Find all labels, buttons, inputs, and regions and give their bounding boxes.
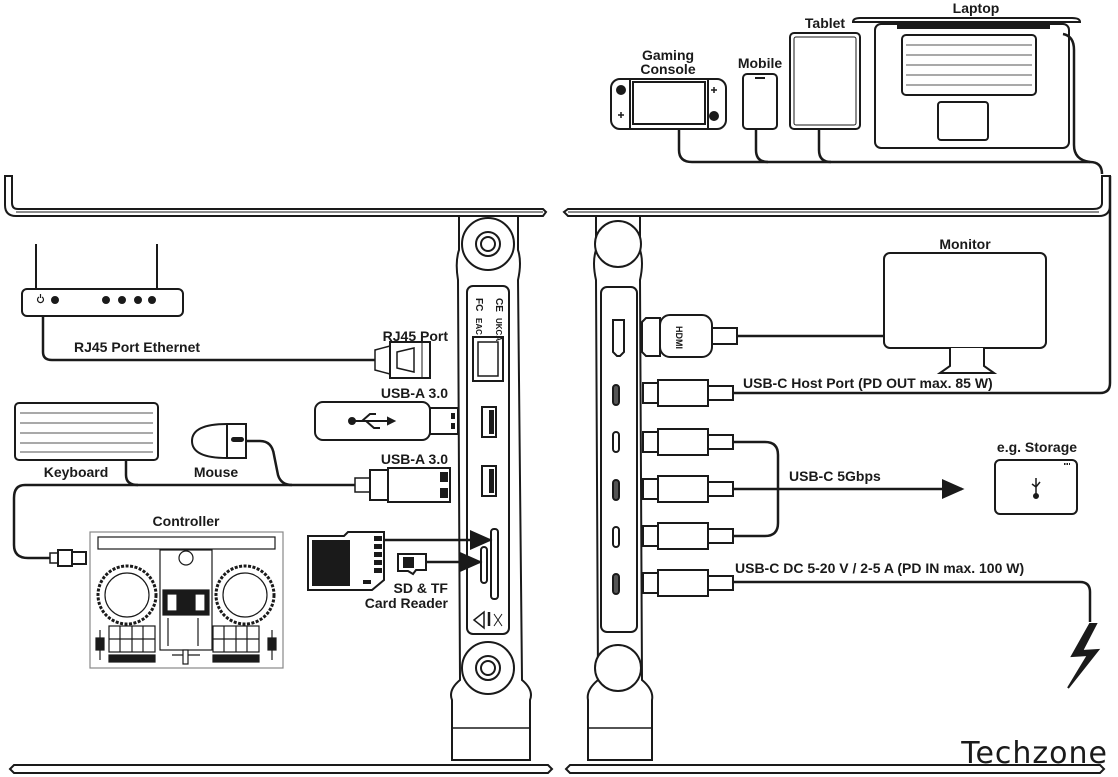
usb-flash-drive-icon bbox=[314, 401, 459, 441]
tf-card-icon bbox=[397, 553, 427, 576]
sd-card-icon bbox=[307, 531, 385, 591]
top-device-cables bbox=[677, 32, 1104, 175]
label-gaming-console-1: Gaming bbox=[642, 47, 694, 63]
peripheral-cables bbox=[12, 439, 355, 560]
label-laptop: Laptop bbox=[953, 0, 1000, 16]
usb-b-plug-icon bbox=[49, 549, 87, 567]
label-usb-c-host: USB-C Host Port (PD OUT max. 85 W) bbox=[743, 375, 993, 391]
rj45-plug-icon bbox=[374, 341, 431, 379]
cert-ukca: UKCA bbox=[494, 318, 503, 341]
power-icon bbox=[36, 294, 45, 304]
label-usb-c-power-in: USB-C DC 5-20 V / 2-5 A (PD IN max. 100 … bbox=[735, 560, 1024, 576]
label-card-reader-2: Card Reader bbox=[365, 595, 449, 611]
usb-c-host-port bbox=[612, 384, 620, 406]
usb-c-data-port-1 bbox=[612, 431, 620, 453]
usb-c-plug-power bbox=[642, 569, 734, 597]
hub-left-leg bbox=[450, 215, 532, 761]
label-controller: Controller bbox=[153, 513, 220, 529]
label-mouse: Mouse bbox=[194, 464, 239, 480]
power-bolt-icon bbox=[1067, 623, 1101, 689]
mouse-icon bbox=[190, 423, 247, 459]
label-usb-a-1: USB-A 3.0 bbox=[381, 385, 448, 401]
usb-c-data-port-3 bbox=[612, 526, 620, 548]
hub-right-leg bbox=[586, 215, 654, 761]
label-usb-a-2: USB-A 3.0 bbox=[381, 451, 448, 467]
gaming-console-icon bbox=[610, 78, 727, 130]
hdmi-plug-icon bbox=[641, 314, 738, 358]
pad-grid-right bbox=[212, 625, 260, 653]
stand-right-top-plate bbox=[562, 175, 1111, 217]
mobile-icon bbox=[742, 73, 778, 130]
stand-base bbox=[8, 764, 1106, 774]
ethernet-cable bbox=[41, 316, 375, 362]
keyboard-icon bbox=[14, 402, 159, 461]
label-tablet: Tablet bbox=[805, 15, 846, 31]
usb-symbol-icon bbox=[348, 413, 397, 429]
usb-c-data-port-2 bbox=[612, 479, 620, 501]
dj-controller-icon bbox=[89, 531, 284, 669]
usb-c-plug-data-3 bbox=[642, 522, 734, 550]
cert-eac: EAC bbox=[474, 318, 483, 335]
cert-ce: CE bbox=[493, 298, 504, 312]
label-usb-c-data: USB-C 5Gbps bbox=[789, 468, 881, 484]
monitor-icon bbox=[883, 252, 1047, 374]
usb-c-plug-data-2 bbox=[642, 475, 734, 503]
host-cable bbox=[733, 176, 1112, 395]
label-rj45-port: RJ45 Port bbox=[383, 328, 449, 344]
sd-card-slot bbox=[490, 528, 499, 600]
label-keyboard: Keyboard bbox=[44, 464, 109, 480]
hdmi-port bbox=[612, 319, 625, 357]
label-mobile: Mobile bbox=[738, 55, 783, 71]
storage-icon bbox=[994, 459, 1078, 515]
label-monitor: Monitor bbox=[939, 236, 991, 252]
laptop-icon bbox=[851, 17, 1082, 149]
label-storage: e.g. Storage bbox=[997, 439, 1077, 455]
recycle-weee-icon bbox=[472, 610, 503, 630]
usb-c-power-port bbox=[612, 573, 620, 595]
usb-c-plug-data-1 bbox=[642, 428, 734, 456]
usb-a-plug-icon bbox=[354, 467, 451, 503]
tablet-icon bbox=[789, 32, 861, 130]
router-icon bbox=[21, 244, 184, 317]
label-card-reader-1: SD & TF bbox=[394, 580, 449, 596]
usb-c-plug-host bbox=[642, 379, 734, 407]
stand-left-top-plate bbox=[4, 175, 548, 217]
usb-c-plugs bbox=[642, 379, 734, 597]
pad-grid-left bbox=[108, 625, 156, 653]
label-gaming-console-2: Console bbox=[640, 61, 695, 77]
cert-fc: FC bbox=[473, 298, 484, 311]
power-cable bbox=[733, 580, 1092, 622]
brand-logo: Techzone bbox=[960, 736, 1108, 771]
label-hdmi-plug: HDMI bbox=[674, 326, 684, 349]
label-ethernet-cable: RJ45 Port Ethernet bbox=[74, 339, 200, 355]
tf-card-slot bbox=[480, 546, 488, 584]
